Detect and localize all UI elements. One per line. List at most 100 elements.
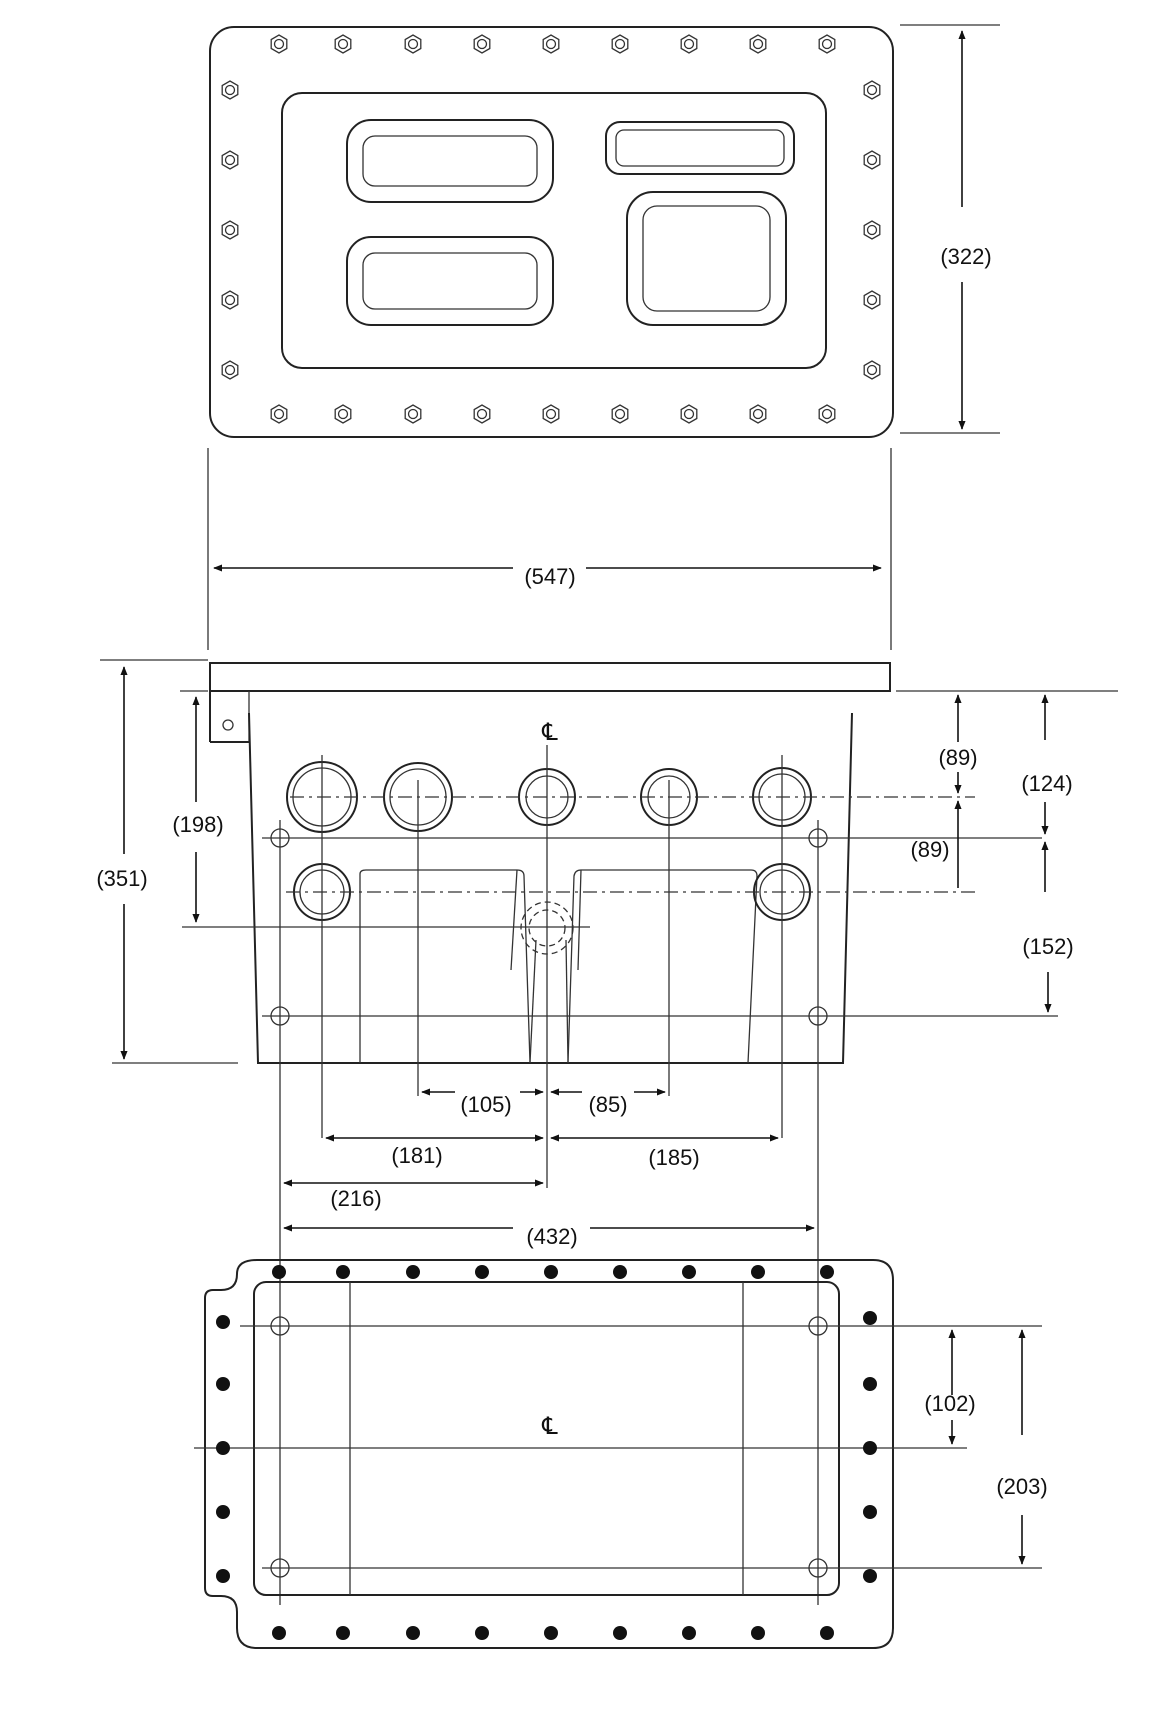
- bolt-icon: [334, 34, 352, 54]
- label-base-mount-spacing: (203): [996, 1474, 1047, 1499]
- bolt-dot-icon: [272, 1265, 286, 1279]
- bolt-icon: [611, 34, 629, 54]
- bolt-icon: [863, 150, 881, 170]
- bolt-icon: [334, 404, 352, 424]
- bolt-icon: [221, 290, 239, 310]
- dim-upper-mount-depth: (124): [1021, 694, 1073, 835]
- centerline-symbol-base: ℄: [541, 1412, 558, 1440]
- bolt-dot-icon: [544, 1265, 558, 1279]
- bolt-icon: [221, 150, 239, 170]
- bolt-icon: [818, 34, 836, 54]
- bolt-dot-icon: [336, 1626, 350, 1640]
- bolt-dot-icon: [216, 1569, 230, 1583]
- dim-hub-offset-left: (105): [421, 1088, 544, 1117]
- bolt-icon: [221, 360, 239, 380]
- bottom-view-base: ℄: [194, 1259, 1042, 1649]
- dim-row1-depth: (89): [938, 694, 978, 794]
- base-mount-hole: [270, 1316, 290, 1336]
- label-outer-hub-right: (185): [648, 1145, 699, 1170]
- label-row-spacing: (89): [910, 837, 949, 862]
- label-row1-depth: (89): [938, 745, 977, 770]
- bolt-icon: [404, 404, 422, 424]
- dim-outer-hub-right: (185): [550, 1134, 779, 1170]
- dim-row-spacing: (89): [910, 800, 962, 888]
- dim-base-half-spacing: (102): [924, 1329, 976, 1445]
- dim-outer-hub-left: (181): [325, 1134, 544, 1168]
- cover-recess-bottom-left: [346, 236, 554, 326]
- dim-top-height: (322): [900, 24, 1000, 434]
- front-view-body: ℄: [100, 659, 1118, 1605]
- dim-mount-spacing: (152): [1022, 841, 1074, 1013]
- cover-bolts: [221, 34, 881, 424]
- label-mount-spacing: (152): [1022, 934, 1073, 959]
- bolt-dot-icon: [336, 1265, 350, 1279]
- label-outer-hub-left: (181): [391, 1143, 442, 1168]
- label-hub-offset-right: (85): [588, 1092, 627, 1117]
- label-base-half-spacing: (102): [924, 1391, 975, 1416]
- bolt-icon: [863, 80, 881, 100]
- bolt-icon: [542, 34, 560, 54]
- label-upper-mount-depth: (124): [1021, 771, 1072, 796]
- dim-body-height: (351): [96, 666, 148, 1060]
- label-overall-width: (547): [524, 564, 575, 589]
- dim-cover-to-centre: (198): [172, 696, 224, 923]
- bolt-dot-icon: [216, 1505, 230, 1519]
- bolt-dot-icon: [544, 1626, 558, 1640]
- bolt-icon: [863, 360, 881, 380]
- label-cover-to-centre: (198): [172, 812, 223, 837]
- dim-overall-width: (547): [207, 448, 892, 650]
- base-bolts: [216, 1265, 877, 1640]
- bolt-icon: [270, 404, 288, 424]
- bolt-dot-icon: [863, 1505, 877, 1519]
- bolt-icon: [611, 404, 629, 424]
- bolt-dot-icon: [475, 1626, 489, 1640]
- bolt-icon: [863, 290, 881, 310]
- bolt-dot-icon: [863, 1377, 877, 1391]
- bolt-dot-icon: [751, 1265, 765, 1279]
- bolt-icon: [221, 80, 239, 100]
- bolt-dot-icon: [863, 1441, 877, 1455]
- bolt-dot-icon: [406, 1626, 420, 1640]
- dim-mount-width: (432): [283, 1224, 815, 1249]
- cover-recess-top-left: [346, 119, 554, 203]
- bolt-icon: [680, 34, 698, 54]
- hinge-hole: [222, 719, 234, 731]
- bolt-icon: [473, 34, 491, 54]
- bolt-dot-icon: [682, 1626, 696, 1640]
- base-mount-hole: [270, 1558, 290, 1578]
- centerline-symbol-front: ℄: [541, 718, 558, 746]
- base-mount-hole: [808, 1316, 828, 1336]
- dim-mount-half-width: (216): [283, 1179, 544, 1211]
- bolt-icon: [473, 404, 491, 424]
- bolt-icon: [749, 404, 767, 424]
- bolt-dot-icon: [216, 1315, 230, 1329]
- bolt-dot-icon: [751, 1626, 765, 1640]
- cover-recess-top-right: [605, 121, 795, 175]
- bolt-dot-icon: [613, 1626, 627, 1640]
- bolt-icon: [221, 220, 239, 240]
- bolt-dot-icon: [216, 1441, 230, 1455]
- bolt-dot-icon: [216, 1377, 230, 1391]
- bolt-dot-icon: [820, 1265, 834, 1279]
- dim-hub-offset-right: (85): [550, 1088, 666, 1117]
- dim-base-mount-spacing: (203): [996, 1329, 1048, 1565]
- bolt-icon: [749, 34, 767, 54]
- label-top-height: (322): [940, 244, 991, 269]
- bolt-icon: [542, 404, 560, 424]
- bolt-dot-icon: [272, 1626, 286, 1640]
- bolt-dot-icon: [863, 1569, 877, 1583]
- bolt-icon: [404, 34, 422, 54]
- bolt-dot-icon: [613, 1265, 627, 1279]
- label-mount-width: (432): [526, 1224, 577, 1249]
- label-mount-half-width: (216): [330, 1186, 381, 1211]
- cover-recess-bottom-right: [626, 191, 787, 326]
- bolt-icon: [863, 220, 881, 240]
- bolt-dot-icon: [863, 1311, 877, 1325]
- bolt-icon: [818, 404, 836, 424]
- bolt-icon: [270, 34, 288, 54]
- bolt-dot-icon: [406, 1265, 420, 1279]
- base-mount-hole: [808, 1558, 828, 1578]
- bolt-icon: [680, 404, 698, 424]
- label-hub-offset-left: (105): [460, 1092, 511, 1117]
